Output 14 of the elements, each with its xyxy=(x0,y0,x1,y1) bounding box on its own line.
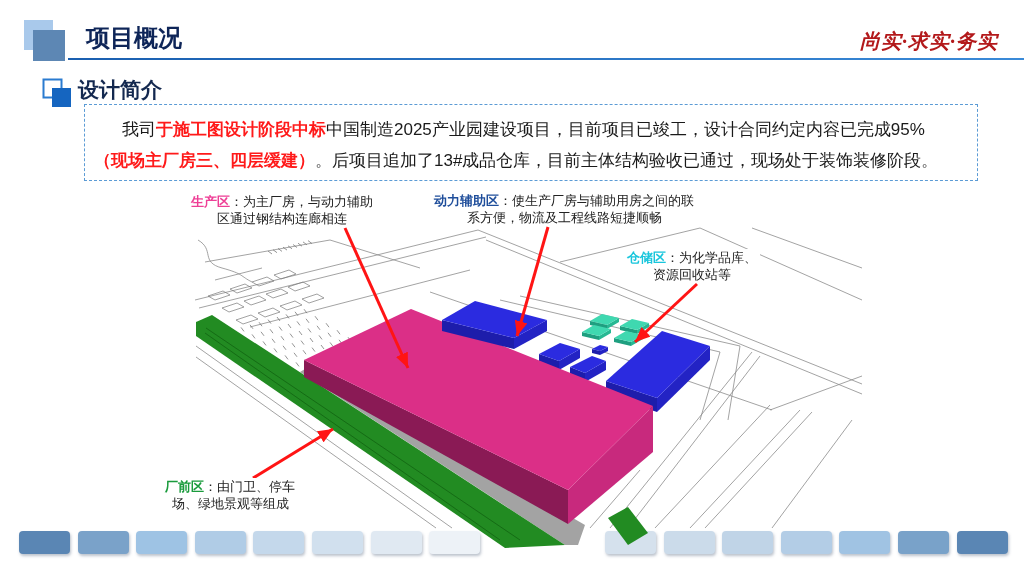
arrow xyxy=(252,427,334,480)
callout-text: 动力辅助区：使生产厂房与辅助用房之间的联系方便，物流及工程线路短捷顺畅 xyxy=(431,192,697,226)
callout-text: 厂前区：由门卫、停车场、绿地景观等组成 xyxy=(162,478,298,512)
arrow xyxy=(514,226,550,337)
slide-title: 项目概况 xyxy=(86,23,182,53)
section-heading: 设计简介 xyxy=(78,77,162,103)
slogan-text: 尚实·求实·务实 xyxy=(860,29,998,54)
factory-block xyxy=(304,309,653,524)
building-block xyxy=(442,301,547,349)
description-box: 我司于施工图设计阶段中标中国制造2025产业园建设项目，目前项目已竣工，设计合同约定内容已完成95%（现场主厂房三、四层缓建）。后项目追加了13#成品仓库，目前主体结构验收已通过，现场处于装饰装修阶段。 xyxy=(84,104,978,181)
callout-text: 仓储区：为化学品库、资源回收站等 xyxy=(624,249,760,283)
arrow xyxy=(633,282,699,344)
arrow xyxy=(343,227,410,369)
warehouse-block xyxy=(614,331,643,346)
